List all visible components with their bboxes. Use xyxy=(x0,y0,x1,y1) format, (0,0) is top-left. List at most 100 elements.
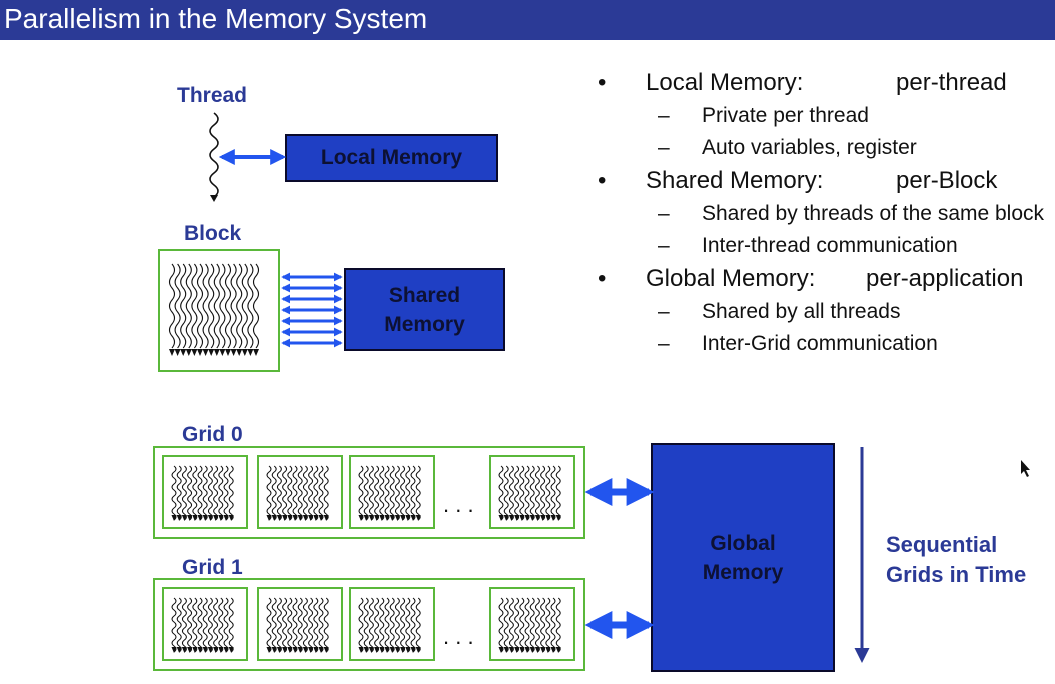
grid1-ellipsis: . . . xyxy=(443,624,474,649)
shared-memory-box: Shared Memory xyxy=(344,268,505,351)
sub-bullet-item: – Private per thread xyxy=(590,100,1055,132)
sub-bullet-text: Auto variables, register xyxy=(702,136,917,159)
cursor-icon xyxy=(1021,460,1030,477)
grid0-block xyxy=(162,455,248,529)
bullet-title: Shared Memory: xyxy=(646,167,824,194)
block-thread-line xyxy=(185,263,192,349)
block-thread-line xyxy=(180,263,187,349)
block-thread-arrowhead xyxy=(185,349,192,356)
block-threads-icon xyxy=(498,597,561,653)
block-thread-line xyxy=(213,263,220,349)
grid1-label: Grid 1 xyxy=(182,556,243,579)
block-thread-arrowhead xyxy=(180,349,187,356)
block-thread-line xyxy=(208,263,215,349)
grid0-ellipsis: . . . xyxy=(443,492,474,517)
global-memory-label: Global Memory xyxy=(702,531,784,584)
bullet-item: • Shared Memory: per-Block xyxy=(590,164,1055,198)
sub-bullet-text: Shared by all threads xyxy=(702,300,901,323)
block-thread-arrowhead xyxy=(208,349,215,356)
block-thread-arrowhead xyxy=(191,349,198,356)
block-thread-arrowhead xyxy=(169,349,175,356)
block-thread-line xyxy=(219,263,226,349)
block-thread-arrowhead xyxy=(174,349,181,356)
grid0-block xyxy=(349,455,435,529)
sub-bullet-text: Shared by threads of the same block xyxy=(702,202,1045,225)
block-thread-line xyxy=(247,263,254,349)
block-thread-line xyxy=(168,263,176,349)
sub-bullet-item: – Inter-thread communication xyxy=(590,230,1055,262)
block-thread-arrowhead xyxy=(225,349,231,356)
bullet-scope: per-Block xyxy=(896,167,998,194)
bullet-dot-icon: • xyxy=(598,265,607,292)
block-thread-arrowhead xyxy=(213,349,220,356)
block-thread-line xyxy=(236,263,243,349)
bullet-title: Global Memory: xyxy=(646,265,816,292)
bullet-dot-icon: • xyxy=(598,167,607,194)
bullet-item: • Local Memory: per-thread xyxy=(590,66,1055,100)
slide-title: Parallelism in the Memory System xyxy=(4,3,428,34)
sub-bullet-text: Inter-Grid communication xyxy=(702,332,938,355)
block-thread-line xyxy=(191,263,198,349)
grid0-block xyxy=(257,455,343,529)
sub-bullet-item: – Shared by all threads xyxy=(590,296,1055,328)
thread-squiggle xyxy=(209,112,219,198)
grid0-block xyxy=(489,455,575,529)
global-memory-box: Global Memory xyxy=(651,443,835,672)
bullet-list: • Local Memory: per-thread – Private per thr… xyxy=(590,66,1055,360)
block-thread-arrowhead xyxy=(247,349,254,356)
block-thread-line xyxy=(224,263,232,349)
block-thread-arrowhead xyxy=(202,349,209,356)
bullet-scope: per-thread xyxy=(896,69,1007,96)
grid1-block xyxy=(489,587,575,661)
block-label: Block xyxy=(184,222,242,245)
block-thread-arrowhead xyxy=(236,349,243,356)
block-thread-arrowhead xyxy=(230,349,237,356)
thread-label: Thread xyxy=(177,84,248,107)
sub-bullet-item: – Shared by threads of the same block xyxy=(590,198,1055,230)
title-bar: Parallelism in the Memory System xyxy=(0,0,1055,40)
block-thread-arrowhead xyxy=(197,349,203,356)
bullet-dot-icon: • xyxy=(598,69,607,96)
sub-bullet-text: Private per thread xyxy=(702,104,869,127)
block-thread-arrowhead xyxy=(219,349,226,356)
local-memory-box: Local Memory xyxy=(285,134,498,182)
dash-icon: – xyxy=(658,332,670,355)
dash-icon: – xyxy=(658,234,670,257)
bullet-title: Local Memory: xyxy=(646,69,804,96)
sub-bullet-text: Inter-thread communication xyxy=(702,234,958,257)
grid1-block xyxy=(162,587,248,661)
thread-arrowhead xyxy=(210,195,218,202)
block-thread-line xyxy=(252,263,260,349)
block-thread-line xyxy=(241,263,248,349)
block-threads xyxy=(168,263,260,356)
block-threads-icon xyxy=(171,465,234,521)
sub-bullet-item: – Inter-Grid communication xyxy=(590,328,1055,360)
block-thread-line xyxy=(196,263,204,349)
shared-memory-label: Shared Memory xyxy=(384,283,465,336)
block-threads-icon xyxy=(358,597,421,653)
block-threads-icon xyxy=(358,465,421,521)
block-threads-icon xyxy=(266,465,329,521)
grid0-label: Grid 0 xyxy=(182,423,243,446)
dash-icon: – xyxy=(658,300,670,323)
bullet-scope: per-application xyxy=(866,265,1024,292)
bullet-item: • Global Memory: per-application xyxy=(590,262,1055,296)
sequential-grids-label: Sequential Grids in Time xyxy=(886,532,1027,587)
sub-bullet-item: – Auto variables, register xyxy=(590,132,1055,164)
block-thread-line xyxy=(230,263,237,349)
local-memory-label: Local Memory xyxy=(320,146,463,169)
grid1-block xyxy=(257,587,343,661)
block-threads-icon xyxy=(266,597,329,653)
block-thread-line xyxy=(174,263,181,349)
block-thread-line xyxy=(202,263,209,349)
dash-icon: – xyxy=(658,202,670,225)
dash-icon: – xyxy=(658,136,670,159)
block-thread-arrowhead xyxy=(241,349,248,356)
grid1-block xyxy=(349,587,435,661)
shared-memory-arrows xyxy=(281,272,343,348)
dash-icon: – xyxy=(658,104,670,127)
block-thread-arrowhead xyxy=(253,349,259,356)
block-threads-icon xyxy=(171,597,234,653)
block-threads-icon xyxy=(498,465,561,521)
